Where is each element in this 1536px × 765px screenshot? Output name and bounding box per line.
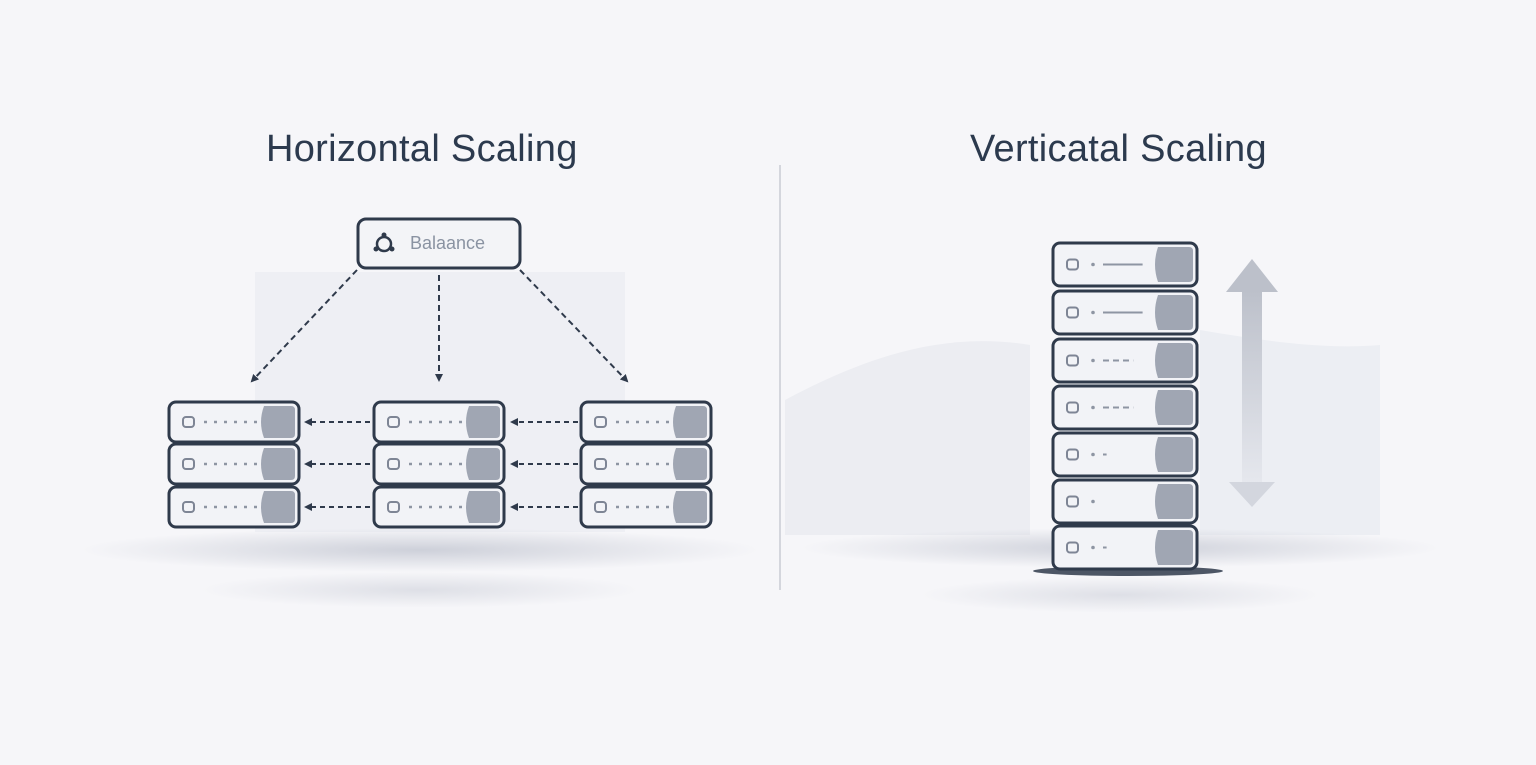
vertical-scaling-title: Verticatal Scaling — [970, 128, 1267, 170]
load-balancer-label: Balaance — [410, 233, 486, 253]
server-unit — [1051, 289, 1199, 336]
vertical-backdrop-left — [785, 341, 1030, 535]
server-unit — [167, 442, 301, 486]
server-unit — [579, 485, 713, 529]
server-unit — [1051, 337, 1199, 384]
server-stack-3 — [579, 400, 713, 529]
server-unit — [1051, 478, 1199, 525]
load-balancer — [356, 217, 522, 270]
server-stack-2 — [372, 400, 506, 529]
server-unit — [167, 400, 301, 444]
gear-network-icon — [373, 232, 395, 253]
server-unit — [1051, 431, 1199, 478]
server-unit — [579, 442, 713, 486]
horizontal-scaling-title: Horizontal Scaling — [266, 128, 578, 170]
server-unit — [1051, 384, 1199, 431]
server-unit — [372, 442, 506, 486]
vertical-backdrop-right — [1200, 330, 1380, 535]
server-unit — [167, 485, 301, 529]
server-unit — [579, 400, 713, 444]
horizontal-ground-shadow — [80, 528, 760, 572]
double-arrow-up-down-icon — [1226, 259, 1278, 507]
vertical-ground-shadow-2 — [920, 577, 1320, 613]
vertical-server-tower — [1051, 241, 1199, 571]
horizontal-ground-shadow-2 — [200, 572, 640, 608]
balancer-arrows — [250, 269, 629, 383]
server-unit — [1051, 524, 1199, 571]
cluster-arrows — [304, 418, 578, 511]
server-stack-1 — [167, 400, 301, 529]
server-unit — [372, 400, 506, 444]
server-unit — [1051, 241, 1199, 288]
server-unit — [372, 485, 506, 529]
